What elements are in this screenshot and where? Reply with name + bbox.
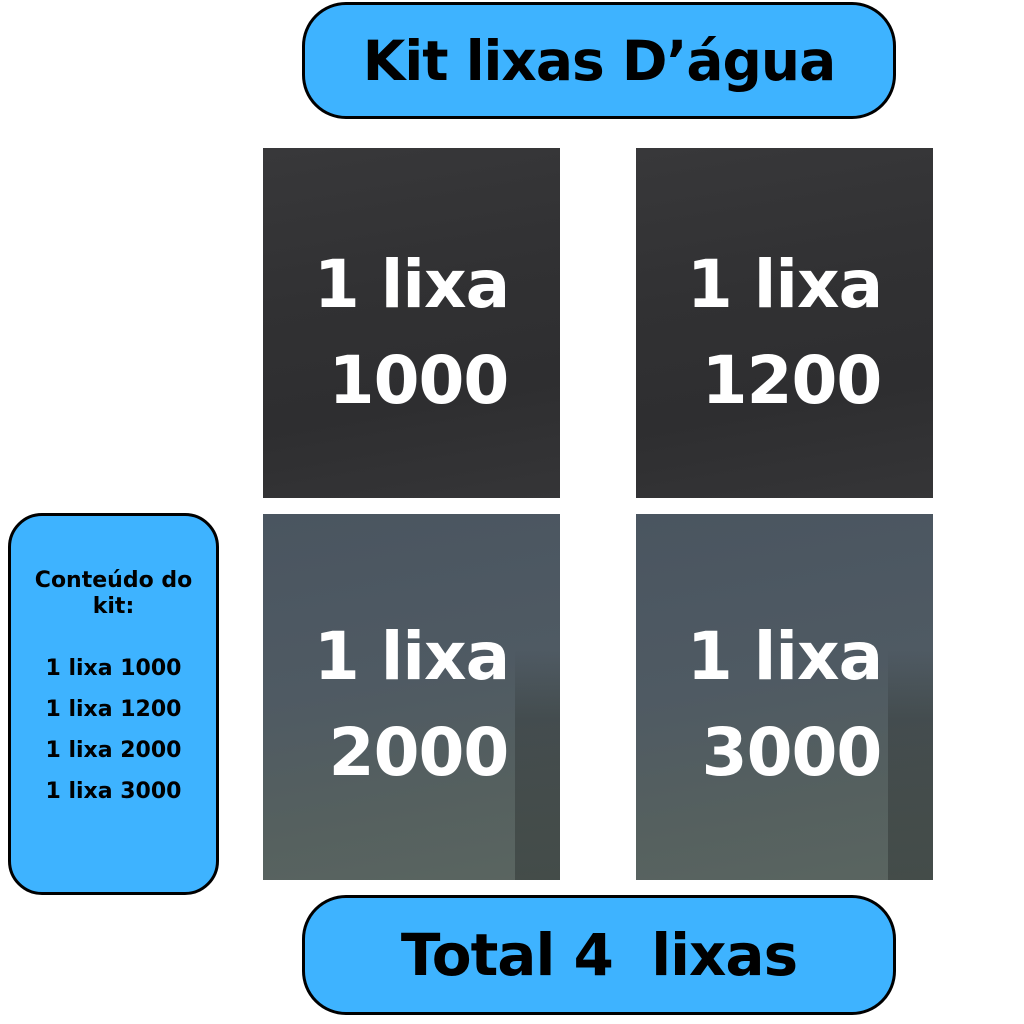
kit-contents-box: Conteúdo do kit: 1 lixa 1000 1 lixa 1200…: [8, 513, 219, 895]
title-banner: Kit lixas D’água: [302, 2, 896, 119]
sandpaper-sheet-2000: 1 lixa 2000: [263, 514, 560, 880]
list-item: 1 lixa 1200: [45, 697, 182, 722]
sheet-grit-label: 2000: [328, 714, 510, 791]
list-item: 1 lixa 2000: [45, 738, 182, 763]
total-label: Total 4 lixas: [400, 921, 798, 989]
sandpaper-sheet-1200: 1 lixa 1200: [636, 148, 933, 498]
list-item: 1 lixa 3000: [45, 779, 182, 804]
sheet-grit-label: 1200: [701, 342, 883, 419]
sheet-quantity-label: 1 lixa: [686, 246, 883, 323]
sandpaper-sheet-3000: 1 lixa 3000: [636, 514, 933, 880]
sheet-shadow: [515, 650, 560, 880]
sheet-quantity-label: 1 lixa: [313, 618, 510, 695]
sheet-grit-label: 1000: [328, 342, 510, 419]
sheet-grit-label: 3000: [701, 714, 883, 791]
kit-contents-heading: Conteúdo do kit:: [34, 568, 193, 619]
sandpaper-sheet-1000: 1 lixa 1000: [263, 148, 560, 498]
page-title: Kit lixas D’água: [362, 28, 836, 93]
kit-contents-list: 1 lixa 1000 1 lixa 1200 1 lixa 2000 1 li…: [46, 656, 182, 805]
sheet-quantity-label: 1 lixa: [686, 618, 883, 695]
list-item: 1 lixa 1000: [45, 656, 182, 681]
sheet-shadow: [888, 650, 933, 880]
sheet-quantity-label: 1 lixa: [313, 246, 510, 323]
total-banner: Total 4 lixas: [302, 895, 896, 1015]
